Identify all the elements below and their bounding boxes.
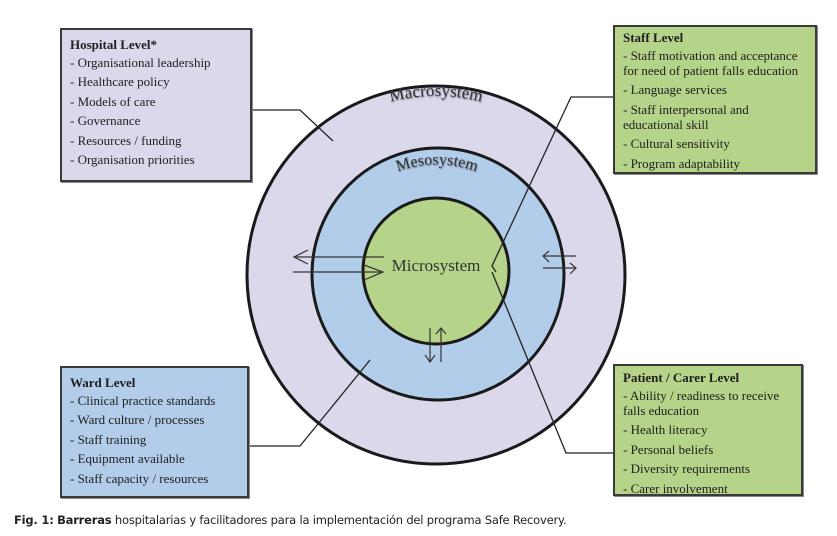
list-item: - Staff capacity / resources [70,470,209,486]
hospital-level-title: Hospital Level* [70,37,158,52]
list-item: - Staff interpersonal and educational sk… [623,101,749,132]
list-item: - Ability / readiness to receive falls e… [623,387,780,418]
list-item: - Diversity requirements [623,461,751,477]
patient-carer-level-title: Patient / Carer Level [623,370,740,385]
left-bidirectional-arrows [292,249,385,281]
list-item: - Ward culture / processes [70,412,205,428]
right-bidirectional-arrows [542,250,577,275]
list-item: - Cultural sensitivity [623,136,730,152]
hospital-connector-line [252,109,334,142]
caption-text: hospitalarias y facilitadores para la im… [111,513,567,527]
list-item: - Organisation priorities [70,152,195,168]
staff-level-title: Staff Level [623,30,684,45]
list-item: - Clinical practice standards [70,392,216,408]
patient-carer-level-box: Patient / Carer Level - Ability / readin… [613,364,803,496]
staff-level-box: Staff Level - Staff motivation and accep… [613,25,817,174]
hospital-level-box: Hospital Level* - Organisational leaders… [60,28,252,182]
ward-connector-line [249,359,371,447]
list-item: - Carer involvement [623,480,728,496]
ward-level-title: Ward Level [70,375,136,390]
patient-connector-line [491,271,613,454]
list-item: - Program adaptability [623,155,740,171]
list-item: - Staff training [70,431,147,447]
microsystem-circle [361,196,511,346]
list-item: - Personal beliefs [623,441,714,457]
list-item: - Organisational leadership [70,54,211,70]
vertical-bidirectional-arrows [424,327,447,364]
list-item: - Healthcare policy [70,74,170,90]
list-item: - Health literacy [623,422,708,438]
list-item: - Language services [623,82,727,98]
list-item: - Equipment available [70,451,185,467]
list-item: - Governance [70,113,141,129]
ward-level-box: Ward Level - Clinical practice standards… [60,366,249,498]
list-item: - Resources / funding [70,132,182,148]
caption-bold-word: Barreras [57,513,112,527]
list-item: - Models of care [70,93,156,109]
figure-label: Fig. 1: [14,513,54,527]
staff-connector-line [491,96,613,273]
list-item: - Staff motivation and acceptance for ne… [623,47,799,78]
microsystem-label: Microsystem [392,256,481,275]
figure-caption: Fig. 1: Barreras hospitalarias y facilit… [14,513,567,527]
